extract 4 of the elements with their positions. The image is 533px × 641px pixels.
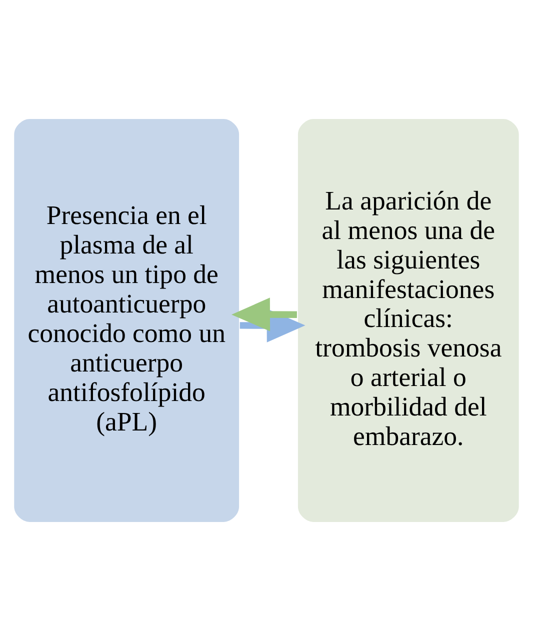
node-box: La aparición de al menos una de las siguientes manifestaciones clínicas: trombosis venosa o arterial o morbilidad del embarazo. xyxy=(296,118,520,524)
node-box: Presencia en el plasma de al menos un tipo de autoanticuerpo conocido como un anticuerpo antifosfolípido (aPL) xyxy=(12,118,240,524)
arrow xyxy=(232,298,297,332)
arrow xyxy=(240,308,306,342)
